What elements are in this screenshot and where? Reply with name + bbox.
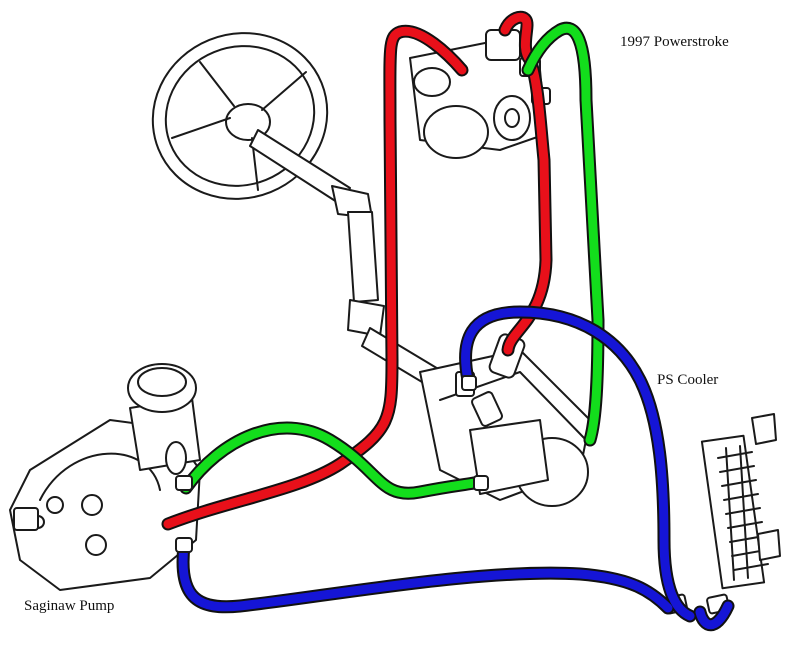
cooler-line-blue: [176, 305, 735, 632]
steering-wheel: [151, 32, 329, 200]
diagram-title-label: 1997 Powerstroke: [620, 34, 729, 50]
return-line-path: [181, 23, 603, 498]
hose-fittings: [175, 375, 489, 553]
saginaw-pump: [9, 363, 201, 591]
steering-gear: [419, 333, 591, 507]
return-line-green: [179, 21, 605, 500]
steering-column: [249, 129, 441, 389]
ps-cooler-label: PS Cooler: [657, 372, 719, 388]
ps-cooler: [664, 413, 781, 615]
saginaw-pump-label: Saginaw Pump: [24, 598, 115, 614]
cooler-line-path: [178, 307, 733, 630]
